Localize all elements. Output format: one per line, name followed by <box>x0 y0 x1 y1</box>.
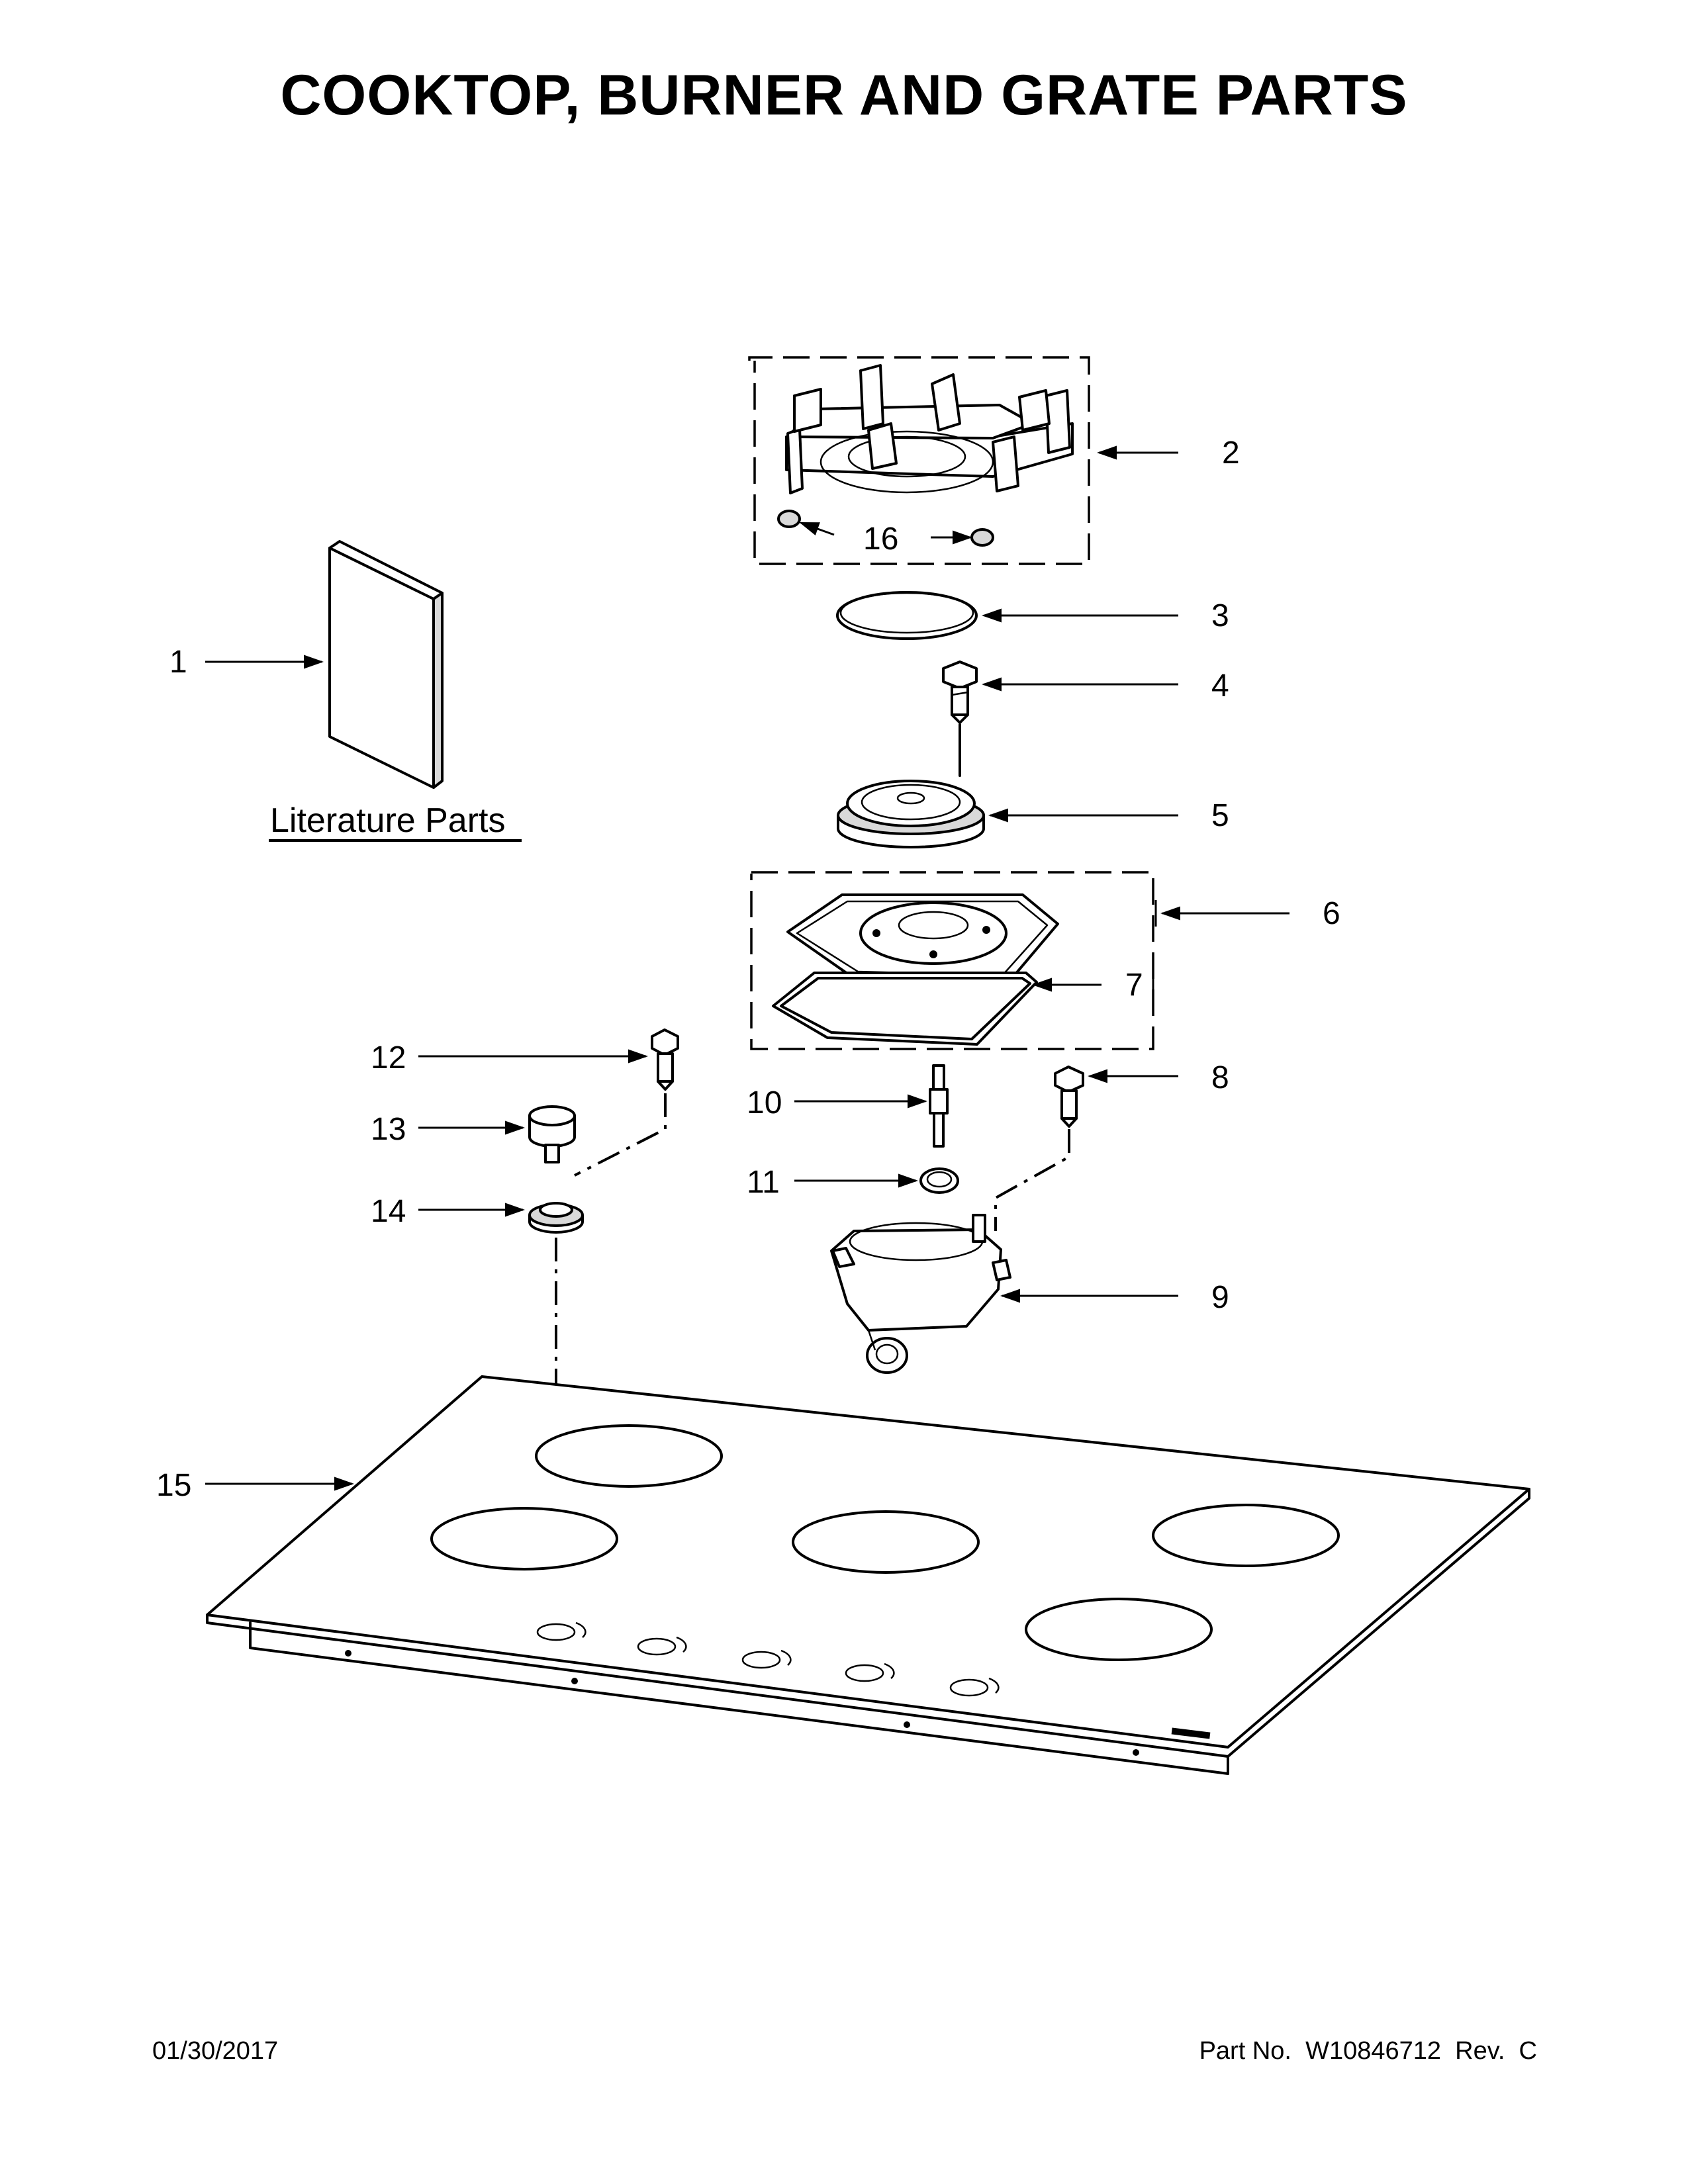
burner-housing <box>830 1214 1011 1374</box>
callout-16: 16 <box>863 522 898 557</box>
base-screw <box>1054 1066 1084 1128</box>
callout-12: 12 <box>371 1040 406 1075</box>
footer-date: 01/30/2017 <box>152 2037 279 2065</box>
callout-5: 5 <box>1211 798 1229 833</box>
valve-screw <box>651 1028 679 1091</box>
burner-cap <box>836 591 978 640</box>
valve-screw-path <box>574 1093 667 1177</box>
literature-label: Literature Parts <box>270 801 506 840</box>
leader-16-left <box>799 522 835 536</box>
callout-13: 13 <box>371 1112 406 1147</box>
burner-head <box>837 780 985 848</box>
callout-8: 8 <box>1211 1060 1229 1095</box>
grate-foot-right <box>970 528 994 547</box>
callout-4: 4 <box>1211 668 1229 704</box>
callout-15: 15 <box>156 1468 191 1503</box>
callout-2: 2 <box>1222 435 1240 471</box>
burner-screw <box>942 660 978 777</box>
page-title: COOKTOP, BURNER AND GRATE PARTS <box>280 64 1408 127</box>
callout-3: 3 <box>1211 598 1229 633</box>
igniter <box>929 1064 949 1148</box>
o-ring-inner <box>926 1171 953 1188</box>
callout-9: 9 <box>1211 1280 1229 1315</box>
grate-group <box>748 356 1090 565</box>
surface-knobs <box>536 1621 1000 1697</box>
knob-bezel <box>528 1202 584 1234</box>
literature-booklet <box>328 540 444 789</box>
burner-base-group <box>750 871 1154 1050</box>
callout-14: 14 <box>371 1194 406 1229</box>
footer-part-number: Part No. W10846712 Rev. C <box>1199 2037 1537 2065</box>
callout-1: 1 <box>169 645 187 680</box>
callout-10: 10 <box>747 1085 782 1120</box>
base-screw-path <box>994 1129 1070 1231</box>
control-knob <box>528 1105 576 1163</box>
callout-7: 7 <box>1125 968 1143 1003</box>
callout-6: 6 <box>1323 896 1340 931</box>
cooktop-surface <box>206 1375 1530 1775</box>
grate-foot-left <box>777 510 801 528</box>
callout-11: 11 <box>747 1165 780 1200</box>
